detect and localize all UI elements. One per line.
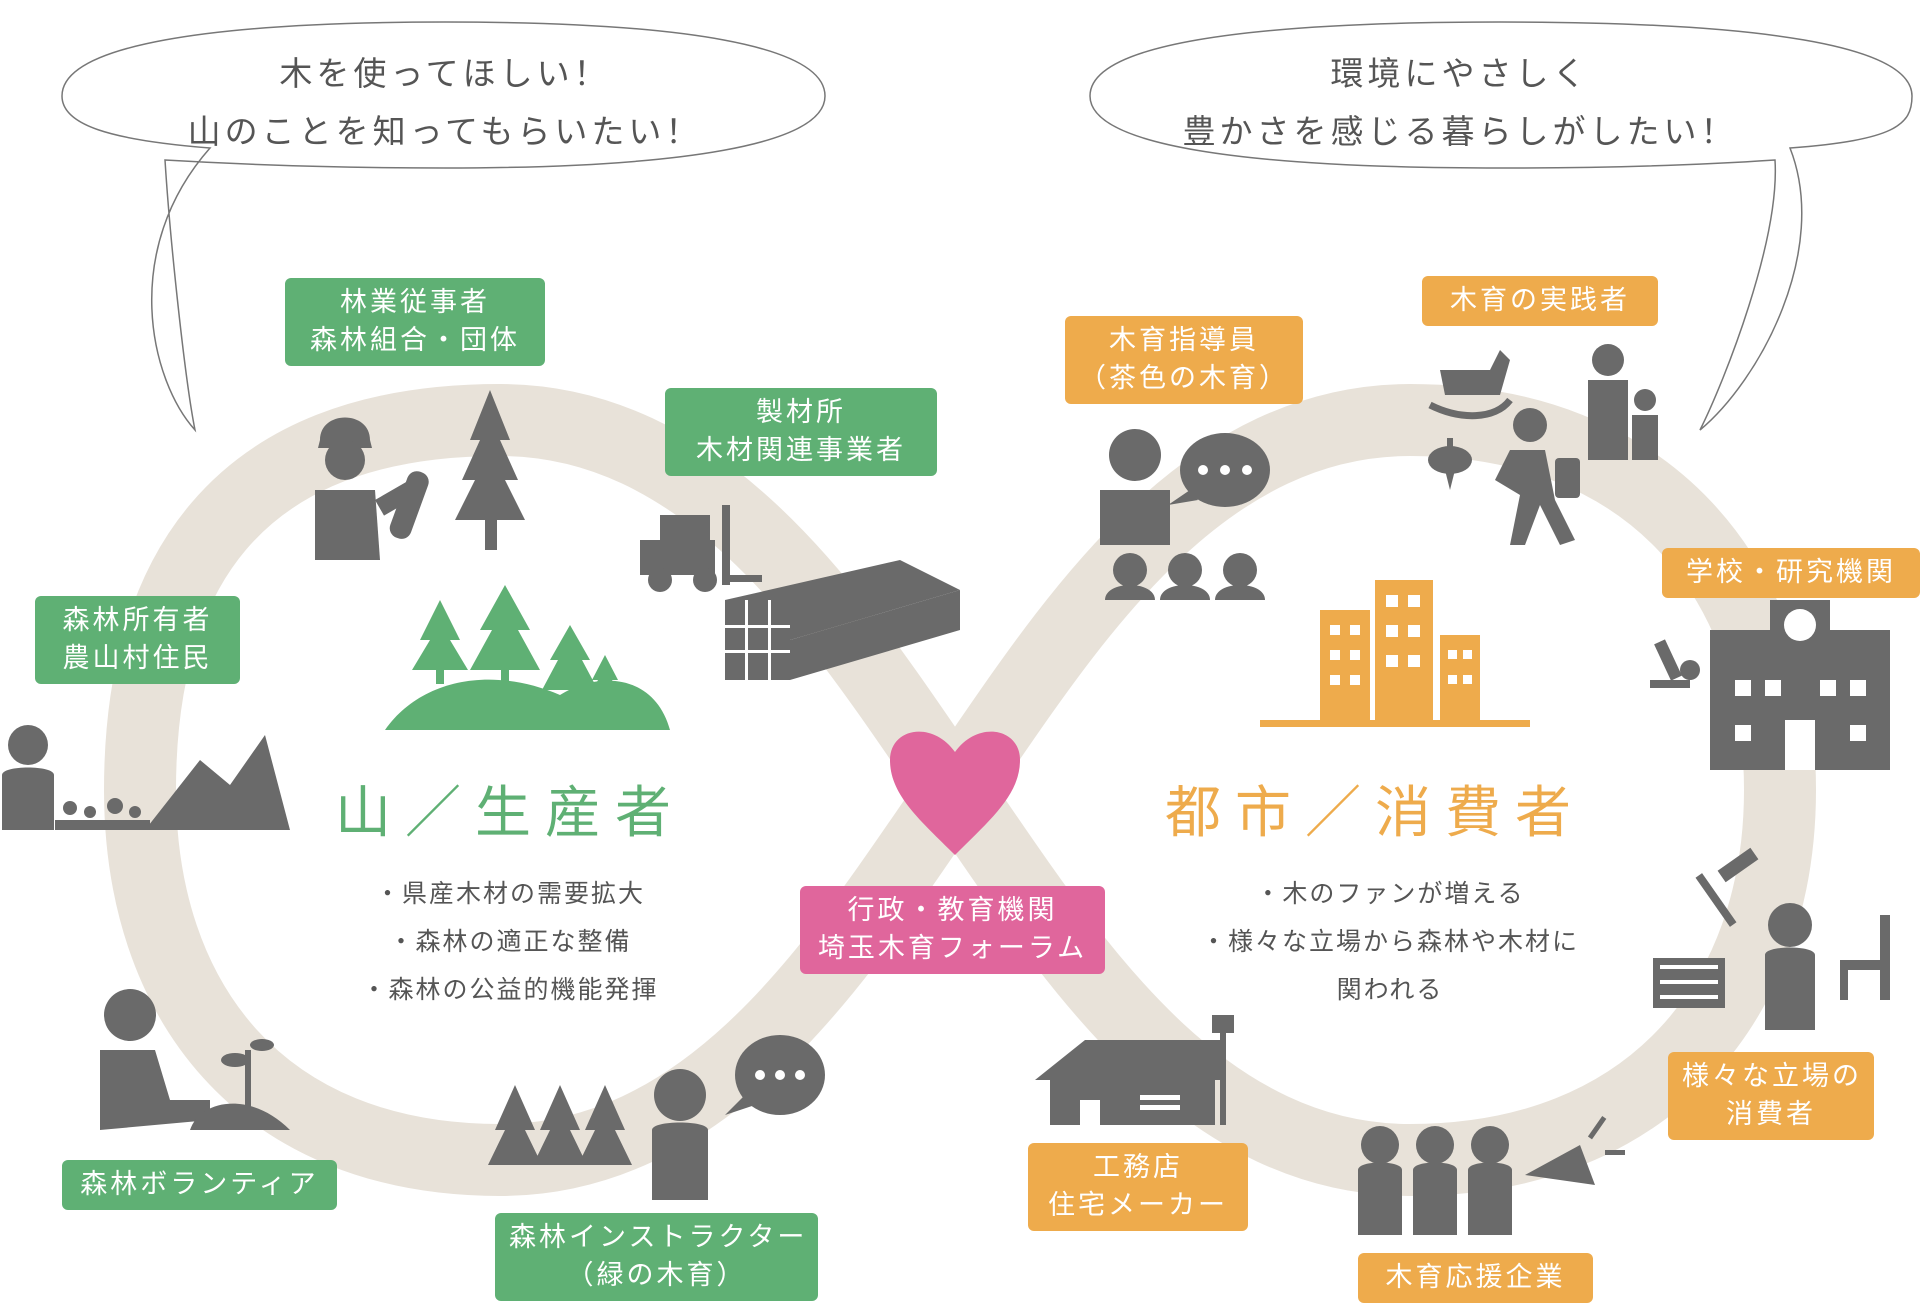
city-buildings-icon [1260,580,1530,727]
chair-icon [1840,915,1890,1000]
microscope-icon [1650,639,1700,688]
speech-bubble-right [1089,21,1913,431]
bullet-item: ・様々な立場から森林や木材に [1200,927,1579,956]
producer-bullets: ・県産木材の需要拡大 ・森林の適正な整備 ・森林の公益的機能発揮 [340,870,680,1014]
spinning-top-icon [1428,438,1472,490]
house-icon [1035,1015,1234,1125]
producer-title: 山／生産者 [335,781,685,846]
label-sawmill: 製材所 木材関連事業者 [665,388,937,476]
label-mokuiku-leader: 木育指導員 （茶色の木育） [1065,316,1303,404]
bullet-item: ・森林の適正な整備 [388,927,632,956]
consumer-title: 都市／消費者 [1165,781,1585,846]
label-instructor: 森林インストラクター （緑の木育） [495,1213,818,1301]
speech-dot [1242,465,1252,475]
speech-dot [1198,465,1208,475]
label-forest-owners: 森林所有者 農山村住民 [35,596,240,684]
consumer-person-icon [1765,903,1815,1030]
parent-child-icon [1588,344,1658,460]
label-forestry-workers: 林業従事者 森林組合・団体 [285,278,545,366]
bubble-left-text: 木を使ってほしい！ 山のことを知ってもらいたい！ [187,54,703,151]
lumber-grid-lines [725,600,790,680]
bullet-item: ・木のファンが増える [1255,879,1525,908]
label-consumers: 様々な立場の 消費者 [1668,1052,1874,1140]
tree-icon [455,390,525,550]
label-practitioner: 木育の実践者 [1422,276,1658,326]
instructor-icon [652,1069,708,1200]
bubble-right-text: 環境にやさしく 豊かさを感じる暮らしがしたい！ [1182,54,1738,151]
rocking-horse-icon [1428,350,1513,420]
walking-person-icon [1495,408,1580,545]
support-company-icon [1358,1126,1512,1235]
label-support-company: 木育応援企業 [1358,1253,1593,1303]
heart-icon [890,731,1020,855]
consumer-bullets: ・木のファンが増える ・様々な立場から森林や木材に 関われる [1160,870,1620,1014]
label-center-forum: 行政・教育機関 埼玉木育フォーラム [800,886,1105,974]
clock-icon [1784,609,1816,641]
speech-dot [1220,465,1230,475]
bullet-item: ・森林の公益的機能発揮 [361,975,659,1004]
hammer-icon [1695,847,1759,927]
mountain-icon [145,735,290,830]
school-windows [1735,680,1866,770]
forest-hills-icon [385,585,670,730]
bullet-item: 関われる [1336,975,1444,1004]
person-icon [2,725,54,830]
speech-dot [795,1070,805,1080]
label-builder: 工務店 住宅メーカー [1028,1143,1248,1231]
house-windows [1080,1095,1180,1125]
bullet-item: ・県産木材の需要拡大 [374,879,645,908]
speech-dot [775,1070,785,1080]
megaphone-icon [1525,1116,1625,1185]
volunteer-planting-icon [100,989,290,1130]
speech-bubble-left [61,21,826,433]
lumber-stack-icon [725,560,960,680]
label-school: 学校・研究機関 [1662,548,1920,598]
flowers-icon [55,798,150,830]
trees-row-icon [488,1085,632,1165]
label-volunteer: 森林ボランティア [62,1160,337,1210]
forklift-icon [640,505,762,592]
city-windows [1330,595,1472,685]
dresser-drawers [1660,965,1718,999]
speech-dot [755,1070,765,1080]
forestry-worker-icon [315,417,429,560]
